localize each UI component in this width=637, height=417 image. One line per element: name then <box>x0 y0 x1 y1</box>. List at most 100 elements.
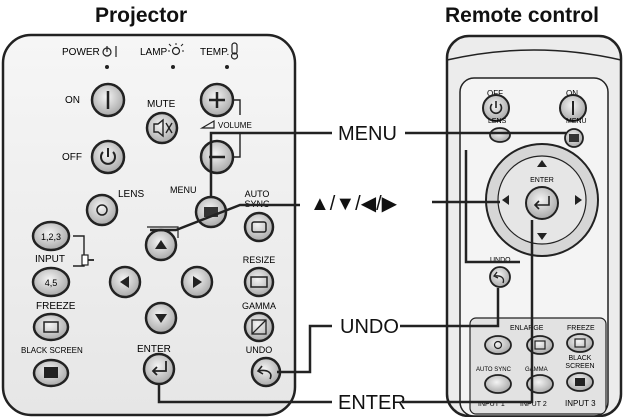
on-label: ON <box>65 95 80 106</box>
input-123-label: 1,2,3 <box>41 232 61 242</box>
gamma-button[interactable] <box>243 311 275 343</box>
volume-wedge-icon <box>199 119 215 129</box>
menu-icon <box>204 207 218 217</box>
remote-freeze-label: FREEZE <box>567 325 595 332</box>
temp-indicator-label: TEMP. <box>200 47 229 58</box>
mute-label: MUTE <box>147 99 176 110</box>
undo-callout: UNDO <box>340 316 399 338</box>
off-label: OFF <box>62 152 82 163</box>
remote-undo-button[interactable] <box>489 266 511 288</box>
remote-enter-button[interactable] <box>525 186 559 220</box>
remote-menu-icon <box>569 134 579 142</box>
menu-label: MENU <box>170 185 197 195</box>
volume-bracket-top <box>233 99 241 115</box>
remote-on-button[interactable] <box>559 94 587 122</box>
remote-freeze-button[interactable] <box>566 333 594 353</box>
input-45-button[interactable]: 4,5 <box>31 266 71 298</box>
remote-enter-icon <box>533 196 550 210</box>
left-arrow-icon <box>120 276 129 288</box>
off-button[interactable] <box>90 139 126 175</box>
remote-black-screen-icon <box>575 378 585 386</box>
freeze-icon <box>43 321 59 333</box>
remote-off-button[interactable] <box>482 94 510 122</box>
remote-input1-label: INPUT 1 <box>478 401 505 408</box>
down-arrow-icon <box>155 314 167 323</box>
remote-left-icon <box>502 195 509 205</box>
auto-sync-icon <box>251 221 267 233</box>
enter-leader-remote <box>402 220 534 404</box>
undo-button[interactable] <box>250 356 282 388</box>
undo-icon <box>256 365 272 380</box>
remote-power-off-icon <box>489 101 503 115</box>
black-screen-button[interactable] <box>32 358 70 388</box>
remote-right-icon <box>575 195 582 205</box>
resize-label: RESIZE <box>243 255 276 265</box>
volume-label: VOLUME <box>218 121 252 130</box>
power-led <box>105 65 109 69</box>
volume-up-button[interactable] <box>199 82 235 118</box>
auto-sync-button[interactable] <box>243 211 275 243</box>
arrows-leader-projector <box>150 203 300 232</box>
remote-control-title: Remote control <box>445 4 600 27</box>
resize-button[interactable] <box>243 266 275 298</box>
projector-title: Projector <box>95 4 188 27</box>
on-button[interactable] <box>90 82 126 118</box>
remote-lens-button[interactable] <box>489 127 511 143</box>
enter-button[interactable] <box>142 352 176 386</box>
remote-control-body: OFF ON LENS MENU <box>445 34 623 417</box>
plus-icon <box>209 92 225 108</box>
enter-callout: ENTER <box>338 392 406 414</box>
remote-auto-sync-button[interactable] <box>484 374 512 394</box>
remote-input3-label: INPUT 3 <box>565 399 596 408</box>
arrows-callout: ▲/▼/◀/▶ <box>310 193 398 215</box>
up-arrow-icon <box>155 240 167 249</box>
remote-enter-label: ENTER <box>530 177 554 184</box>
up-arrow-button[interactable] <box>144 228 178 262</box>
remote-on-label: ON <box>566 89 578 98</box>
volume-down-button[interactable] <box>199 139 235 175</box>
lens-button[interactable] <box>85 193 119 227</box>
power-indicator-label: POWER <box>62 47 100 58</box>
input-switch-icon <box>73 235 94 267</box>
remote-lens-label: LENS <box>488 118 507 125</box>
speaker-muted-icon <box>153 118 173 138</box>
remote-menu-label: MENU <box>566 118 587 125</box>
zoom-in-icon <box>534 340 546 350</box>
input-123-button[interactable]: 1,2,3 <box>31 220 71 252</box>
remote-gamma-button[interactable] <box>526 374 554 394</box>
remote-enlarge-minus-button[interactable] <box>484 335 512 355</box>
remote-auto-sync-label: AUTO SYNC <box>476 367 512 373</box>
auto-sync-label-line1: AUTO <box>245 189 270 199</box>
leader-lines <box>150 131 566 404</box>
enter-label: ENTER <box>137 344 171 355</box>
mute-button[interactable] <box>145 111 179 145</box>
remote-black-screen-button[interactable] <box>566 372 594 392</box>
enter-icon <box>151 361 167 376</box>
power-icon <box>102 46 117 57</box>
freeze-button[interactable] <box>32 312 70 342</box>
remote-off-label: OFF <box>487 89 503 98</box>
down-arrow-button[interactable] <box>144 301 178 335</box>
remote-down-icon <box>537 233 547 240</box>
remote-undo-icon <box>493 271 505 284</box>
remote-black-screen-line2: SCREEN <box>565 363 594 370</box>
right-arrow-icon <box>193 276 202 288</box>
lens-icon <box>96 204 108 216</box>
remote-enlarge-plus-button[interactable] <box>526 335 554 355</box>
lamp-icon <box>168 43 184 56</box>
right-arrow-button[interactable] <box>180 265 214 299</box>
gamma-label: GAMMA <box>242 301 276 311</box>
left-arrow-button[interactable] <box>108 265 142 299</box>
arrows-leader-remote-bracket <box>464 150 520 264</box>
black-screen-label: BLACK SCREEN <box>21 346 83 355</box>
lamp-led <box>171 65 175 69</box>
input-label: INPUT <box>35 254 65 265</box>
remote-input2-label: INPUT 2 <box>520 401 547 408</box>
lens-label: LENS <box>118 189 144 200</box>
remote-menu-button[interactable] <box>564 128 584 148</box>
remote-enlarge-label: ENLARGE <box>510 325 544 332</box>
temp-led <box>225 65 229 69</box>
menu-callout: MENU <box>338 123 397 145</box>
remote-freeze-icon <box>574 338 586 348</box>
undo-label: UNDO <box>246 345 273 355</box>
